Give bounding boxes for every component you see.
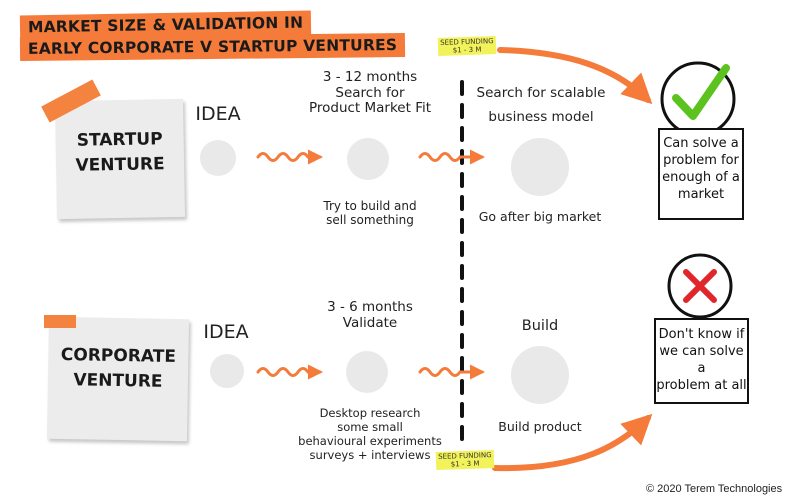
startup-stage3-node <box>511 138 569 196</box>
startup-stage2-top-line-2: Search for <box>335 84 405 101</box>
startup-stage2-top-line-3: Product Market Fit <box>308 100 432 117</box>
startup-outcome-box: Can solve a problem for enough of a mark… <box>658 128 744 220</box>
corporate-stage2-top-line-1: 3 - 6 months <box>327 299 413 315</box>
corporate-stage2-bottom-line-2: some small <box>337 420 403 435</box>
corporate-outcome-line-1: Don't know if <box>658 327 745 342</box>
corporate-stage2-bottom-line-4: surveys + interviews <box>309 448 431 463</box>
startup-stage3-bottom: Go after big market <box>478 209 602 224</box>
startup-stage3-top-line-1: Search for scalable <box>476 85 606 101</box>
startup-stage2-top: 3 - 12 months Search for Product Market … <box>290 69 450 117</box>
seed-funding-arrow-top <box>497 47 653 105</box>
corporate-venture-card: CORPORATE VENTURE <box>46 316 190 442</box>
corporate-stage3-top: Build <box>521 318 559 334</box>
startup-outcome-line-3: enough of a <box>662 169 740 185</box>
startup-stage2-node <box>347 138 389 180</box>
copyright-text: © 2020 Terem Technologies <box>646 483 783 495</box>
corporate-outcome-line-3: problem at all <box>656 377 747 393</box>
corporate-squiggle-arrow-1 <box>256 364 323 380</box>
startup-stage2-bottom-line-1: Try to build and <box>323 199 417 213</box>
corporate-card-tape <box>44 315 76 328</box>
corporate-stage2-bottom-line-1: Desktop research <box>319 406 421 420</box>
startup-card-line-1: STARTUP <box>76 129 163 151</box>
seed-funding-sticker-top: SEED FUNDING $1 - 3 M <box>437 35 497 57</box>
startup-card-line-2: VENTURE <box>75 153 165 176</box>
corporate-stage2-bottom: Desktop research some small behavioural … <box>290 406 450 462</box>
corporate-idea-node <box>210 354 244 388</box>
corporate-card-line-2: VENTURE <box>73 369 163 392</box>
corporate-stage2-bottom-line-3: behavioural experiments <box>298 434 442 449</box>
corporate-stage3-bottom: Build product <box>498 419 582 434</box>
startup-stage3-top-line-2: business model <box>488 108 594 125</box>
startup-idea-label: IDEA <box>195 103 241 125</box>
startup-squiggle-arrow-2 <box>418 149 485 165</box>
corporate-outcome-box: Don't know if we can solve a problem at … <box>654 318 749 404</box>
corporate-idea-label: IDEA <box>203 321 249 343</box>
startup-outcome-line-1: Can solve a <box>663 136 739 151</box>
startup-outcome-line-2: problem for <box>663 152 739 168</box>
corporate-stage2-top-line-2: Validate <box>342 314 398 331</box>
startup-idea-node <box>200 140 236 176</box>
corporate-stage2-top: 3 - 6 months Validate <box>290 299 450 331</box>
corporate-card-line-1: CORPORATE <box>60 345 177 368</box>
seed-funding-sticker-bottom: SEED FUNDING $1 - 3 M <box>435 449 495 471</box>
corporate-outcome-line-2: we can solve a <box>659 343 744 376</box>
check-icon <box>660 61 736 137</box>
startup-stage3-top: Search for scalable business model <box>466 85 616 125</box>
startup-stage2-top-line-1: 3 - 12 months <box>322 69 418 85</box>
corporate-stage2-node <box>346 351 388 393</box>
corporate-squiggle-arrow-2 <box>418 364 485 380</box>
startup-venture-card: STARTUP VENTURE <box>54 98 186 220</box>
cross-icon <box>667 253 733 319</box>
seed-funding-arrow-bottom <box>492 413 653 472</box>
startup-squiggle-arrow-1 <box>256 149 323 165</box>
startup-stage2-bottom-line-2: sell something <box>326 212 414 227</box>
startup-outcome-line-4: market <box>677 186 725 202</box>
corporate-stage3-node <box>511 346 569 404</box>
startup-stage2-bottom: Try to build and sell something <box>300 199 440 228</box>
